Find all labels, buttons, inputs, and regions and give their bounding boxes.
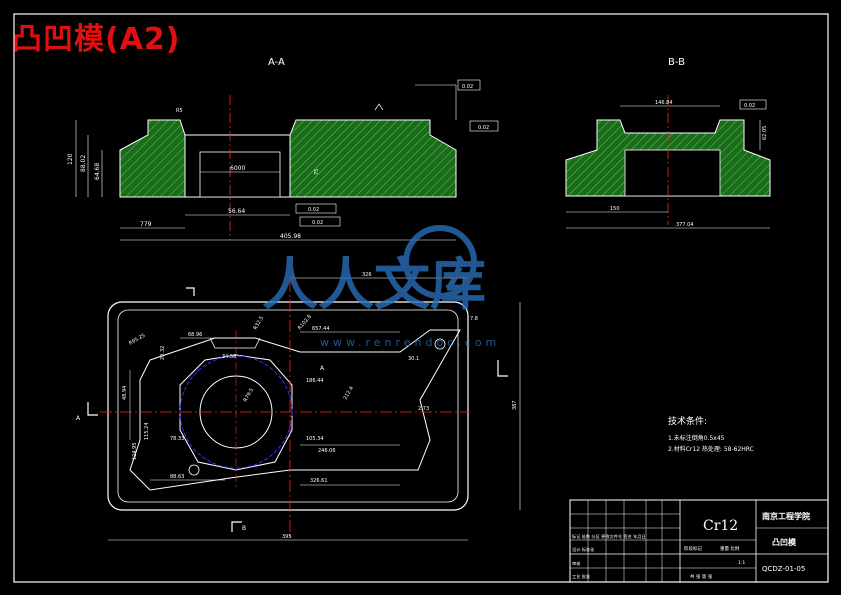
tech-heading: 技术条件: [668,415,707,427]
title-cell-scale: 1:1 [738,560,745,566]
dim-plan-d1: 68.96 [188,332,202,338]
dim-plan-d21: 7.8 [470,316,478,322]
dim-plan-d4: R95.25 [128,333,146,347]
dim-plan-d13: 186.44 [306,378,324,384]
watermark-logo-icon [403,225,477,299]
gdt-a-2: 0.02 [478,125,489,131]
title-row-4: 工艺 批准 [572,573,590,580]
watermark: 人人文库 www.renrendoc.com [262,225,500,349]
dim-b-h-right: 62.05 [762,126,768,140]
gdt-a-3: 0.02 [308,207,319,213]
dim-plan-d7: 20.32 [160,346,166,360]
dim-plan-d17: 105.34 [306,436,324,442]
tech-line-1: 1.未标注倒角0.5x45 [668,434,725,442]
watermark-url: www.renrendoc.com [320,336,500,349]
dim-plan-d12: R79.5 [243,387,256,403]
dim-b-w-total: 377.04 [676,222,694,228]
dim-a-h-left: 64.68 [94,163,101,180]
title-drawing-no: QCDZ-01-05 [762,565,805,573]
dim-plan-d8: 48.94 [122,386,128,400]
drawing-frame [13,13,829,583]
title-row-2: 设计 标准化 [572,546,595,553]
title-cell-stage: 阶段标记 [684,545,702,552]
dim-plan-d3: 34.58 [222,354,236,360]
tech-requirements: 技术条件: 1.未标注倒角0.5x45 2.材料Cr12 热处理: 58-62H… [668,415,754,453]
dim-plan-d16: 246.06 [318,448,336,454]
mark-a-left: A [76,415,81,422]
dim-plan-w-total: 395 [282,534,292,540]
section-a-view: A-A 120 88.02 64.68 6000 56.64 779 405.9… [67,57,499,241]
dim-plan-d14: 212.4 [343,386,355,401]
gdt-b-1: 0.02 [744,103,755,109]
title-row-3: 审核 [572,560,581,567]
mark-b-bottom: B [242,525,246,532]
dim-plan-d19: 326.61 [310,478,328,484]
dim-plan-w-top: 326 [362,272,372,278]
title-cell-weight: 重量 比例 [720,545,740,552]
dim-plan-h-right: 387 [512,400,518,410]
title-material: Cr12 [703,518,738,534]
dim-a-h-right: 75 [314,169,320,175]
dim-plan-d15: 2.73 [418,406,429,412]
title-school: 南京工程学院 [762,511,810,521]
title-block: Cr12 南京工程学院 凸凹模 QCDZ-01-05 标记 处数 分区 更改文件… [569,499,829,583]
dim-b-w-top: 146.84 [655,100,673,106]
title-cell-sheets: 共 张 第 张 [690,573,713,580]
section-b-label: B-B [668,57,685,68]
title-part-name: 凸凹模 [772,537,797,547]
gdt-a-4: 0.02 [312,220,323,226]
mark-a-mid: A [320,365,325,372]
dim-a-h-mid: 88.02 [80,155,87,172]
section-b-view: B-B 146.84 150 377.04 62.05 0.02 [565,57,771,229]
dim-plan-d18: 88.63 [170,474,184,480]
dim-b-w-mid: 150 [610,206,620,212]
tech-line-2: 2.材料Cr12 热处理: 58-62HRC [668,445,754,453]
dim-a-w-total: 405.98 [280,233,301,240]
page-title: 凸凹模(A2) [12,22,181,57]
dim-plan-d10: 115.24 [144,423,150,441]
dim-plan-d9: 124.95 [132,443,138,461]
title-row-1: 标记 处数 分区 更改文件号 签名 年月日 [572,533,646,540]
watermark-text: 人人文库 [262,253,486,318]
dim-plan-d20: 30.1 [408,356,419,362]
dim-plan-d11: 78.33 [170,436,184,442]
dim-a-r-top: R5 [176,108,183,114]
dim-a-h-total: 120 [67,153,74,165]
gdt-a-1: 0.02 [462,84,473,90]
dim-a-w-hole: 56.64 [228,208,245,215]
section-a-label: A-A [268,57,285,68]
dim-a-w-left: 779 [140,221,152,228]
roughness-symbol [374,103,384,111]
dim-plan-d2: 657.44 [312,326,330,332]
dim-a-w-inner: 6000 [230,165,245,172]
